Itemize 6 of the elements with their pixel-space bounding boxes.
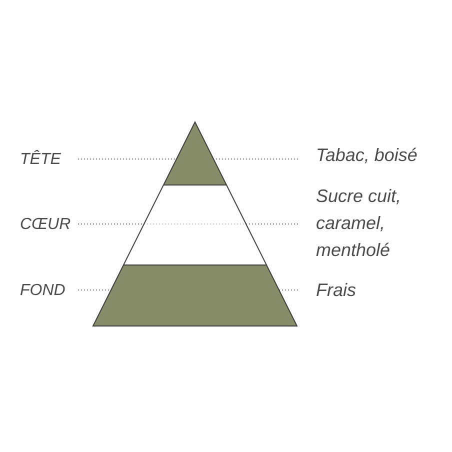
section-label: FOND [20,281,66,301]
section-label: TÊTE [20,149,61,170]
section-label: CŒUR [20,215,71,235]
note-text: Tabac, boisé [316,144,418,167]
note-text: Sucre cuit, caramel, mentholé [316,185,402,262]
note-text: Frais [316,279,356,302]
